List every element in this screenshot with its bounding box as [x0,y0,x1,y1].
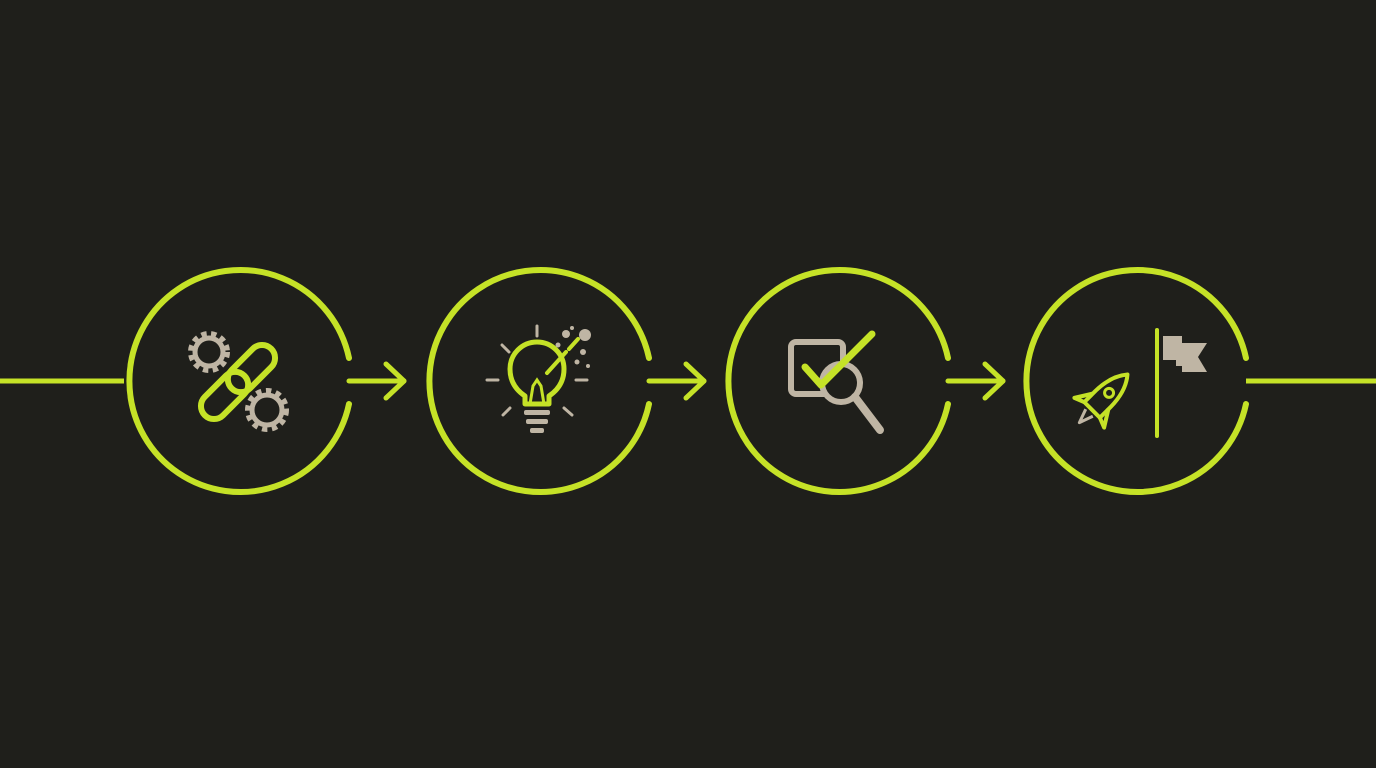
arrow-right-icon [383,361,407,401]
arrow-right-icon [683,361,707,401]
sparkle-icon [545,326,591,375]
gears-icon [188,331,289,432]
step-4-ring [1023,267,1249,495]
connector-1 [346,361,407,401]
lightbulb-idea-icon [485,324,589,433]
connector-3 [945,361,1006,401]
step-3-ring [725,267,951,495]
step-1-ring [126,267,352,495]
step-2 [426,267,652,495]
step-1 [126,267,352,495]
step-3 [725,267,951,495]
chain-link-icon [197,341,279,423]
check-mark-icon [801,330,876,389]
step-2-ring [426,267,652,495]
flag-icon [1163,336,1207,372]
step-4 [1023,267,1249,495]
connector-2 [646,361,707,401]
rocket-icon [1072,372,1130,430]
arrow-right-icon [982,361,1006,401]
